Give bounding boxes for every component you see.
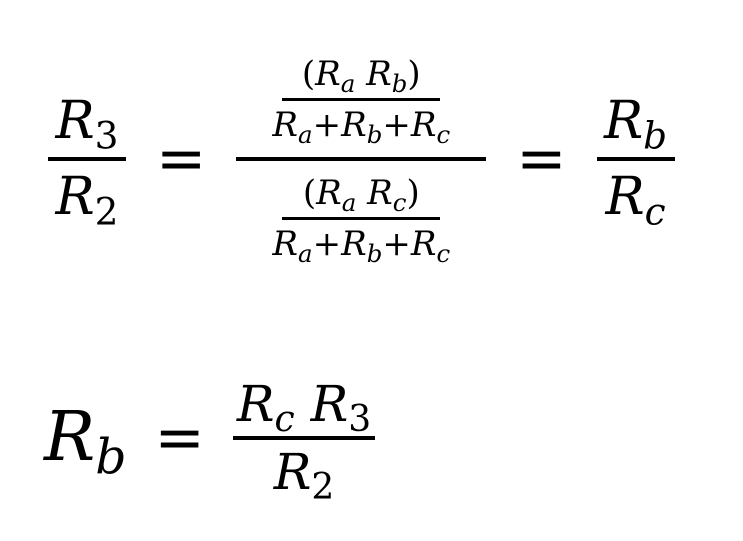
equation-ratio-r3-r2: R3 R2 = (Ra Rb) Ra+Rb+Rc (Ra Rc) Ra+Rb+R… — [48, 52, 675, 266]
fraction-denominator: Ra+Rb+Rc — [272, 105, 451, 149]
fraction-bar-main — [236, 157, 487, 161]
fraction-bar — [232, 436, 376, 440]
fraction-denominator: R2 — [273, 443, 335, 509]
fraction-numerator: (Ra Rc) — [302, 173, 420, 217]
fraction-denominator: Rc — [605, 167, 666, 234]
equation-rb-solution: Rb = Rc R3 R2 — [44, 375, 376, 509]
fraction-bar — [596, 157, 675, 161]
fraction-r3-over-r2: R3 R2 — [48, 91, 126, 234]
fraction-numerator: Rc R3 — [236, 375, 372, 441]
fraction-bar — [282, 98, 441, 101]
equals-sign: = — [154, 403, 205, 473]
fraction-numerator: R3 — [55, 91, 119, 158]
fraction-numerator: (Ra Rb) — [301, 54, 421, 98]
fraction-rcr3-over-r2: Rc R3 R2 — [232, 375, 376, 509]
fraction-rb-over-rc: Rb Rc — [596, 91, 675, 234]
compound-fraction: (Ra Rb) Ra+Rb+Rc (Ra Rc) Ra+Rb+Rc — [236, 52, 487, 266]
lhs-rb: Rb — [44, 398, 127, 486]
fraction-bar — [282, 217, 441, 220]
fraction-denominator: R2 — [55, 167, 119, 234]
fraction-denominator: Ra+Rb+Rc — [272, 224, 451, 268]
inner-fraction-bottom: (Ra Rc) Ra+Rb+Rc — [268, 171, 454, 266]
fraction-bar — [48, 157, 126, 161]
inner-fraction-top: (Ra Rb) Ra+Rb+Rc — [268, 52, 454, 147]
equals-sign: = — [516, 124, 567, 194]
equals-sign: = — [156, 124, 207, 194]
fraction-numerator: Rb — [604, 91, 668, 158]
